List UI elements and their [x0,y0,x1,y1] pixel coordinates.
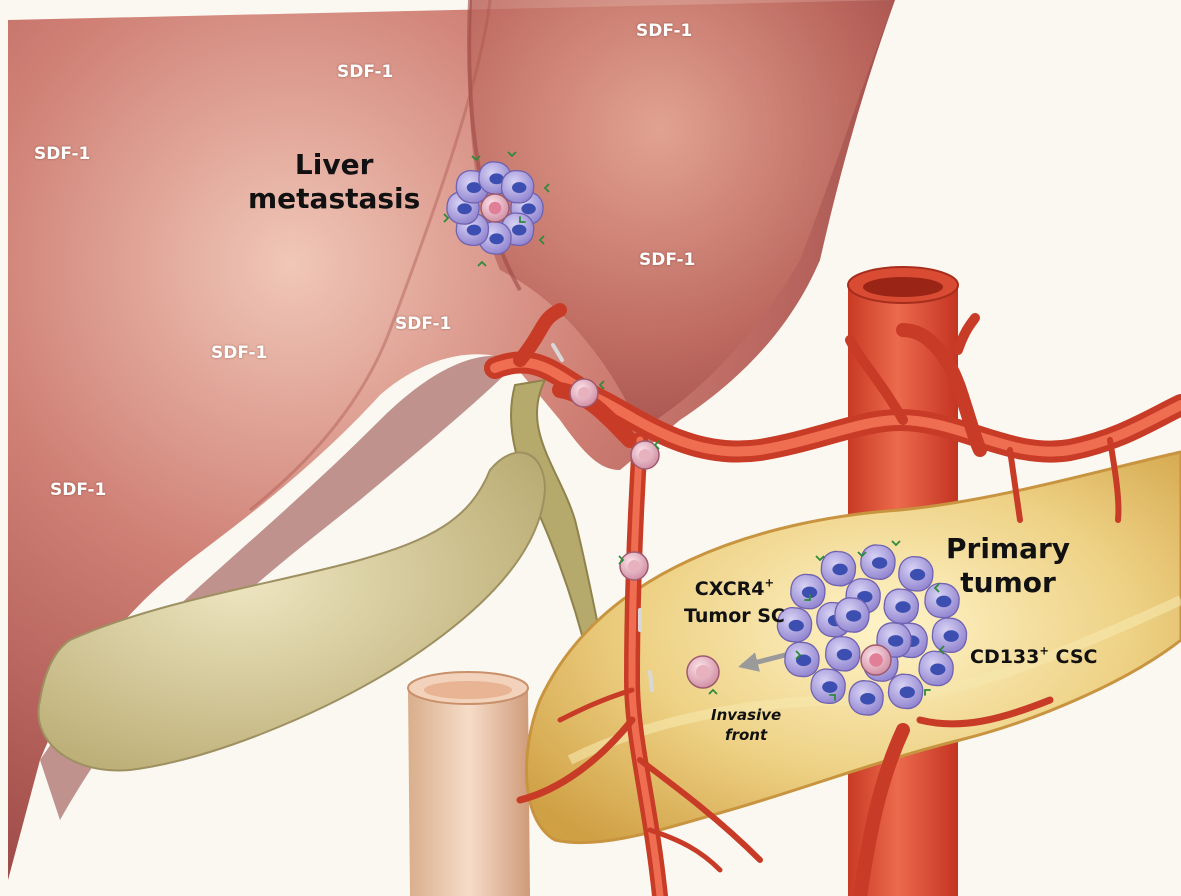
cxcr4-tumor-sc-label: CXCR4+ Tumor SC [684,576,785,630]
stem-cell-icon [481,194,509,222]
sdf1-label: SDF-1 [395,314,451,334]
cell-icon [919,651,953,685]
liver-metastasis-label: Liver metastasis [248,148,420,216]
liver-metastasis-cluster [447,162,543,254]
primary-tumor-label: Primary tumor [946,532,1070,600]
cell-icon [884,589,918,623]
cell-icon [899,557,933,591]
cell-icon [932,618,966,652]
sdf1-label: SDF-1 [50,480,106,500]
cell-icon [835,598,869,632]
cell-icon [785,642,819,676]
sdf1-label: SDF-1 [636,21,692,41]
cell-icon [811,669,845,703]
invasive-front-label: Invasive front [711,705,781,745]
cell-icon [888,674,922,708]
cell-icon [826,637,860,671]
duodenum [408,672,530,896]
sdf1-label: SDF-1 [34,144,90,164]
stem-cell-icon [687,656,719,688]
cd133-csc-label: CD133+ CSC [970,644,1097,671]
sdf1-label: SDF-1 [337,62,393,82]
cell-icon [502,171,534,203]
cell-icon [791,574,825,608]
stem-cell-icon [620,552,648,580]
cell-icon [861,545,895,579]
stem-cell-icon [570,379,598,407]
cell-icon [849,681,883,715]
stem-cell-icon [861,645,891,675]
cell-icon [821,551,855,585]
sdf1-label: SDF-1 [211,343,267,363]
sdf1-label: SDF-1 [639,250,695,270]
